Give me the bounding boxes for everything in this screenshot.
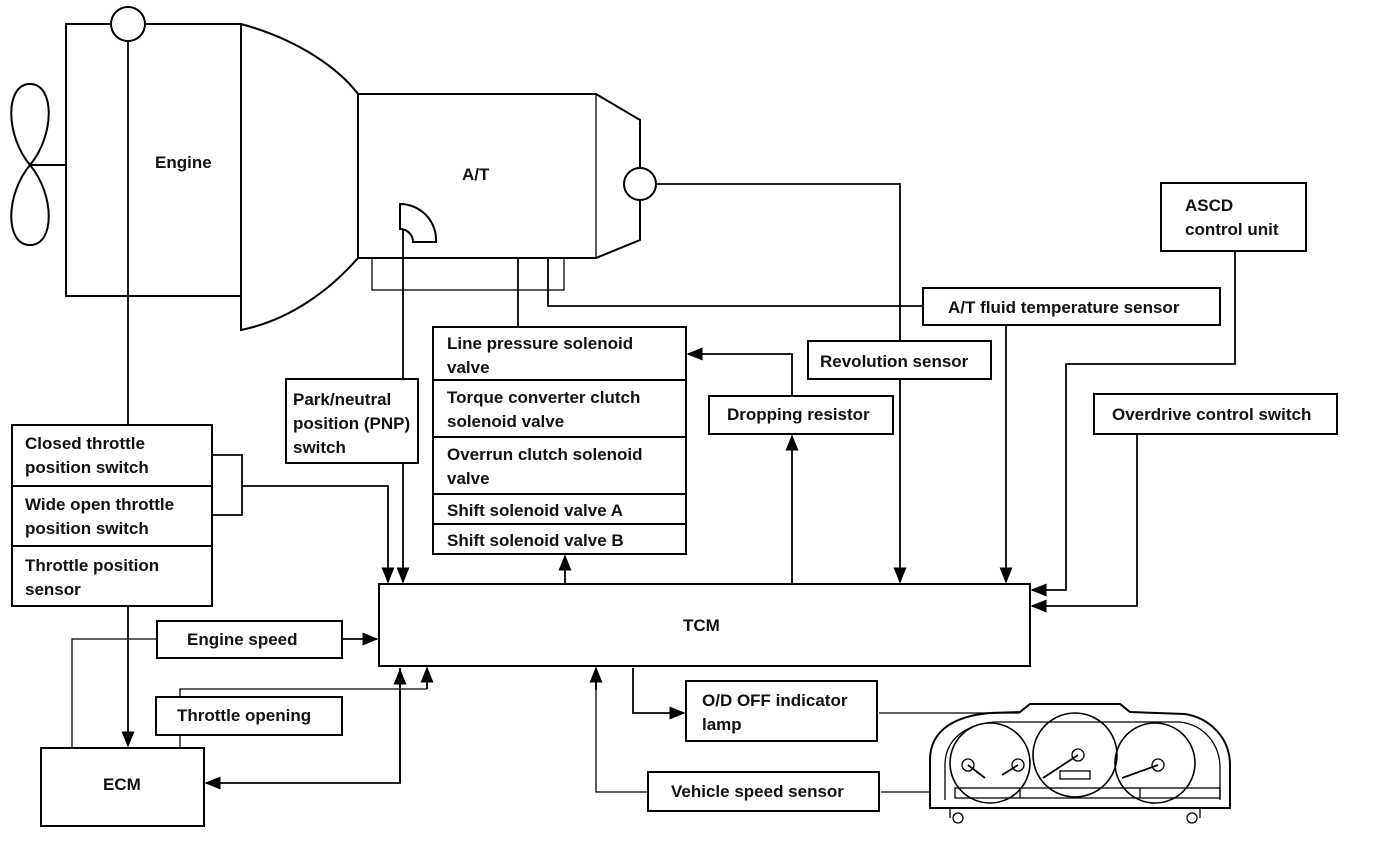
od-off-line1: O/D OFF indicator <box>702 691 848 710</box>
ascd-line2: control unit <box>1185 220 1279 239</box>
throttle-position-line1: Throttle position <box>25 556 159 575</box>
overrun-clutch-line1: Overrun clutch solenoid <box>447 445 643 464</box>
engine-block: Engine <box>65 6 242 297</box>
revolution-sensor-label: Revolution sensor <box>820 352 969 371</box>
pnp-switch-box: Park/neutral position (PNP) switch <box>285 378 419 464</box>
overdrive-control-switch-box: Overdrive control switch <box>1093 393 1338 435</box>
tcm-label: TCM <box>683 616 720 635</box>
overdrive-control-switch-label: Overdrive control switch <box>1112 405 1311 424</box>
od-off-lamp-box: O/D OFF indicator lamp <box>685 680 878 742</box>
ecm-label: ECM <box>103 775 141 794</box>
closed-throttle-line1: Closed throttle <box>25 434 145 453</box>
ascd-control-unit-box: ASCD control unit <box>1160 182 1307 252</box>
dropping-resistor-box: Dropping resistor <box>708 395 894 435</box>
solenoid-group: Line pressure solenoid valve Torque conv… <box>432 326 687 555</box>
line-pressure-line2: valve <box>447 358 490 377</box>
throttle-opening-box: Throttle opening <box>155 696 343 736</box>
fluid-temperature-sensor-box: A/T fluid temperature sensor <box>922 287 1221 326</box>
vehicle-speed-sensor-label: Vehicle speed sensor <box>671 782 844 801</box>
throttle-position-line2: sensor <box>25 580 81 599</box>
shift-solenoid-a: Shift solenoid valve A <box>447 501 623 520</box>
engine-speed-box: Engine speed <box>156 620 343 659</box>
pnp-line1: Park/neutral <box>293 390 391 409</box>
od-off-line2: lamp <box>702 715 742 734</box>
engine-speed-label: Engine speed <box>187 630 298 649</box>
tcm-box: TCM <box>378 583 1031 667</box>
ascd-line1: ASCD <box>1185 196 1233 215</box>
torque-converter-line1: Torque converter clutch <box>447 388 640 407</box>
fluid-temperature-sensor-label: A/T fluid temperature sensor <box>948 298 1180 317</box>
bellhousing <box>240 22 359 332</box>
vehicle-speed-sensor-box: Vehicle speed sensor <box>647 771 880 812</box>
transmission-block: A/T <box>357 93 657 291</box>
ecm-box: ECM <box>40 747 205 827</box>
engine-label: Engine <box>155 153 212 172</box>
overrun-clutch-line2: valve <box>447 469 490 488</box>
instrument-cluster-icon <box>929 703 1231 824</box>
revolution-sensor-box: Revolution sensor <box>807 340 992 380</box>
pnp-line3: switch <box>293 438 346 457</box>
shift-solenoid-b: Shift solenoid valve B <box>447 531 624 550</box>
throttle-sensor-group: Closed throttle position switch Wide ope… <box>11 424 213 607</box>
line-pressure-line1: Line pressure solenoid <box>447 334 633 353</box>
throttle-opening-label: Throttle opening <box>177 706 311 725</box>
dropping-resistor-label: Dropping resistor <box>727 405 870 424</box>
torque-converter-line2: solenoid valve <box>447 412 564 431</box>
wide-open-throttle-line2: position switch <box>25 519 149 538</box>
closed-throttle-line2: position switch <box>25 458 149 477</box>
fan-icon <box>10 82 66 247</box>
pnp-line2: position (PNP) <box>293 414 410 433</box>
wide-open-throttle-line1: Wide open throttle <box>25 495 174 514</box>
at-label: A/T <box>462 165 490 184</box>
